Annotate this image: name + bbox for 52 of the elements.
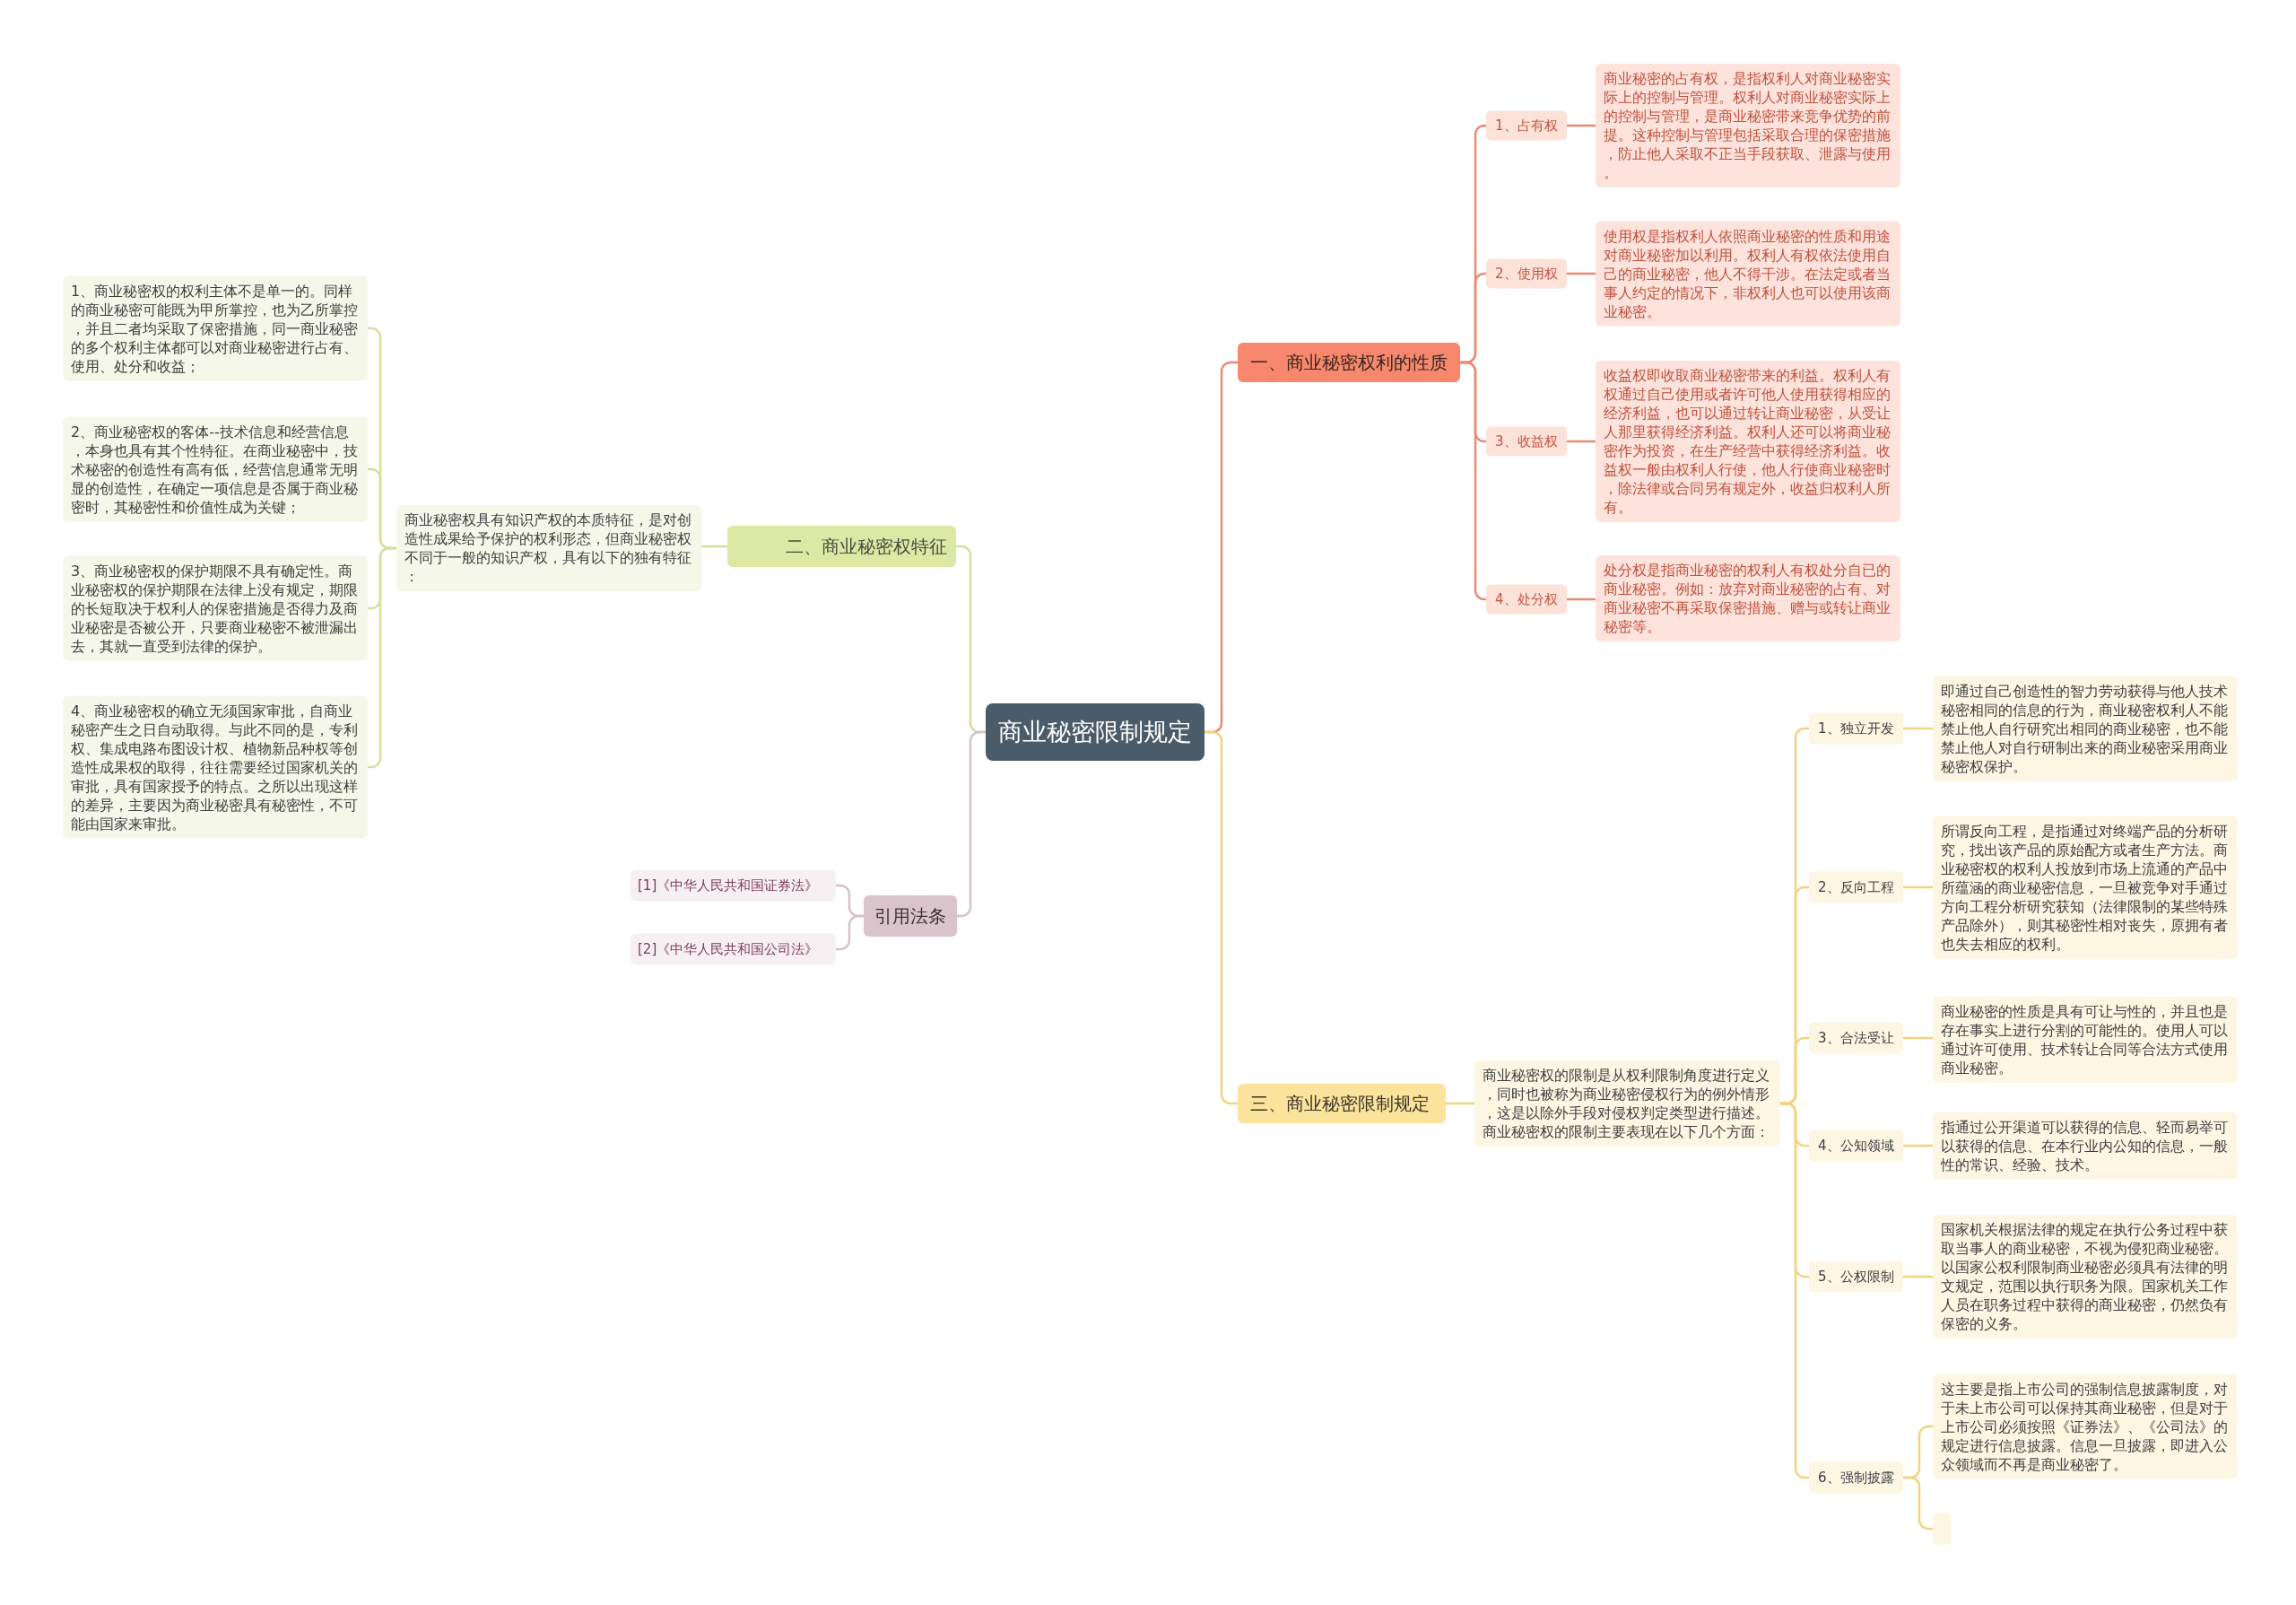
subtopic: 2、反向工程	[1809, 871, 1903, 903]
detail-note: 3、商业秘密权的保护期限不具有确定性。商业秘密权的保护期限在法律上没有规定，期限的长短取决于权利人的保密措施是否得力及商业秘密是否被公开，只要商业秘密不被泄漏出去，其就一直受到法律的保护。	[63, 555, 368, 661]
subtopic: 3、收益权	[1486, 426, 1567, 457]
connector	[1205, 730, 1238, 1105]
central-topic: 商业秘密限制规定	[986, 703, 1205, 761]
citation-note: [2]《中华人民共和国公司法》	[631, 933, 836, 965]
subtopic: 1、占有权	[1486, 110, 1567, 141]
connector	[1903, 1036, 1933, 1040]
detail-note: 指通过公开渠道可以获得的信息、轻而易举可以获得的信息、在本行业内公知的信息，一般性的常识、经验、技术。	[1933, 1112, 2238, 1180]
detail-note: 这主要是指上市公司的强制信息披露制度，对于未上市公司可以保持其商业秘密，但是对于上市公司必须按照《证券法》、《公司法》的规定进行信息披露。信息一旦披露，即进入公众领域而不再是商业秘密了。	[1933, 1374, 2238, 1479]
detail-note: 国家机关根据法律的规定在执行公务过程中获取当事人的商业秘密，不视为侵犯商业秘密。以国家公权利限制商业秘密必须具有法律的明文规定，范围以执行职务为限。国家机关工作人员在职务过程中获得的商业秘密，仍然负有保密的义务。	[1933, 1215, 2238, 1339]
detail-note: 2、商业秘密权的客体--技术信息和经营信息，本身也具有其个性特征。在商业秘密中，技术秘密的创造性有高有低，经营信息通常无明显的创造性，在确定一项信息是否属于商业秘密时，其秘密性和价值性成为关键；	[63, 416, 368, 522]
connector	[1567, 598, 1596, 601]
connector	[368, 546, 396, 769]
subtopic: 6、强制披露	[1809, 1461, 1903, 1494]
main-topic: 二、商业秘密权特征	[727, 526, 956, 567]
detail-note: 4、商业秘密权的确立无须国家审批，自商业秘密产生之日自动取得。与此不同的是，专利权、集成电路布图设计权、植物新品种权等创造性成果权的取得，往往需要经过国家机关的审批，具有国家授予的特点。之所以出现这样的差异，主要因为商业秘密具有秘密性，不可能由国家来审批。	[63, 695, 368, 839]
subtopic: 1、独立开发	[1809, 712, 1903, 745]
connector	[836, 914, 864, 951]
connector	[1903, 1275, 1933, 1278]
connector	[1903, 1476, 1933, 1531]
detail-note: 商业秘密权的限制是从权利限制角度进行定义，同时也被称为商业秘密侵权行为的例外情形，这是以除外手段对侵权判定类型进行描述。商业秘密权的限制主要表现在以下几个方面：	[1474, 1060, 1780, 1147]
connector	[1567, 124, 1596, 127]
main-topic: 三、商业秘密限制规定	[1238, 1084, 1446, 1123]
subtopic: 4、公知领域	[1809, 1130, 1903, 1162]
detail-note: 商业秘密的占有权，是指权利人对商业秘密实际上的控制与管理。权利人对商业秘密实际上的控制与管理，是商业秘密带来竞争优势的前提。这种控制与管理包括采取合理的保密措施，防止他人采取不正当手段获取、泄露与使用。	[1596, 64, 1900, 188]
citation-note: [1]《中华人民共和国证券法》	[631, 869, 836, 902]
main-topic: 一、商业秘密权利的性质	[1238, 343, 1460, 382]
connector	[1567, 440, 1596, 443]
main-topic: 引用法条	[864, 895, 957, 937]
connector	[1903, 1144, 1933, 1147]
connector	[1446, 1102, 1474, 1105]
detail-note: 1、商业秘密权的权利主体不是单一的。同样的商业秘密可能既为甲所掌控，也为乙所掌控，并且二者均采取了保密措施，同一商业秘密的多个权利主体都可以对商业秘密进行占有、使用、处分和收益；	[63, 275, 368, 381]
connector	[701, 545, 727, 548]
detail-note: 商业秘密权具有知识产权的本质特征，是对创造性成果给予保护的权利形态，但商业秘密权不同于一般的知识产权，具有以下的独有特征：	[396, 505, 701, 591]
subtopic: 4、处分权	[1486, 584, 1567, 615]
connector	[1903, 727, 1933, 730]
connector	[1903, 885, 1933, 889]
empty-topic	[1933, 1513, 1951, 1545]
subtopic: 3、合法受让	[1809, 1022, 1903, 1054]
connector	[957, 730, 986, 918]
connector	[1780, 1102, 1809, 1479]
subtopic: 5、公权限制	[1809, 1260, 1903, 1293]
connector	[1460, 361, 1487, 601]
detail-note: 收益权即收取商业秘密带来的利益。权利人有权通过自己使用或者许可他人使用获得相应的经济利益，也可以通过转让商业秘密，从受让人那里获得经济利益。权利人还可以将商业秘密作为投资，在生产经营中获得经济利益。收益权一般由权利人行使，他人行使商业秘密时，除法律或合同另有规定外，收益归权利人所有。	[1596, 361, 1900, 522]
detail-note: 所谓反向工程，是指通过对终端产品的分析研究，找出该产品的原始配方或者生产方法。商业秘密权的权利人投放到市场上流通的产品中所蕴涵的商业秘密信息，一旦被竞争对手通过方向工程分析研究获知（法律限制的某些特殊产品除外），则其秘密性相对丧失，原拥有者也失去相应的权利。	[1933, 816, 2238, 959]
detail-note: 即通过自己创造性的智力劳动获得与他人技术秘密相同的信息的行为，商业秘密权利人不能禁止他人自行研究出相同的商业秘密，也不能禁止他人对自行研制出来的商业秘密采用商业秘密权保护。	[1933, 676, 2238, 781]
detail-note: 处分权是指商业秘密的权利人有权处分自已的商业秘密。例如：放弃对商业秘密的占有、对商业秘密不再采取保密措施、赠与或转让商业秘密等。	[1596, 555, 1900, 641]
detail-note: 商业秘密的性质是具有可让与性的，并且也是存在事实上进行分割的可能性的。使用人可以通过许可使用、技术转让合同等合法方式使用商业秘密。	[1933, 997, 2238, 1083]
detail-note: 使用权是指权利人依照商业秘密的性质和用途对商业秘密加以利用。权利人有权依法使用自己的商业秘密，他人不得干涉。在法定或者当事人约定的情况下，非权利人也可以使用该商业秘密。	[1596, 221, 1900, 327]
connector	[1567, 272, 1596, 275]
subtopic: 2、使用权	[1486, 258, 1567, 289]
